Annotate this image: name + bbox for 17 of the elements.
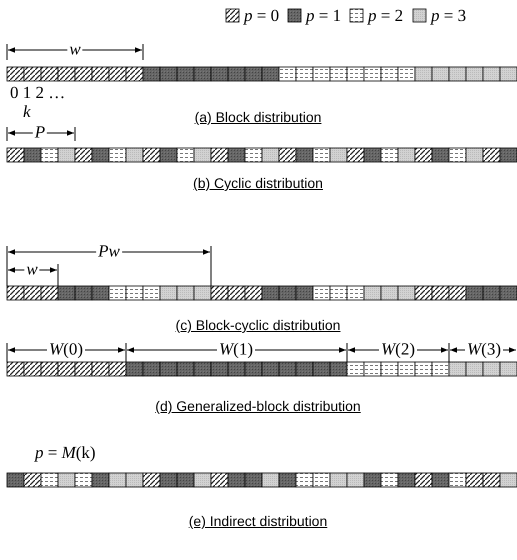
- dimension-label: W(3): [465, 340, 503, 358]
- dimension-label: Pw: [96, 242, 122, 260]
- caption: (b) Cyclic distribution: [193, 176, 323, 190]
- caption: (c) Block-cyclic distribution: [176, 318, 340, 332]
- legend-label: p = 0: [244, 7, 280, 24]
- dimension-label: W(0): [47, 340, 85, 358]
- index-variable: k: [23, 103, 31, 120]
- caption: (a) Block distribution: [194, 110, 322, 124]
- caption: (d) Generalized-block distribution: [155, 399, 361, 413]
- legend-label: p = 3: [431, 7, 466, 24]
- dimension-label: W(2): [379, 340, 417, 358]
- index-numbers: 0 1 2 …: [10, 84, 66, 101]
- caption: (e) Indirect distribution: [188, 514, 328, 528]
- legend-label: p = 2: [368, 7, 404, 24]
- dimension-label: W(1): [217, 340, 255, 358]
- legend-label: p = 1: [306, 7, 342, 24]
- mapping-formula: p = M(k): [35, 444, 96, 461]
